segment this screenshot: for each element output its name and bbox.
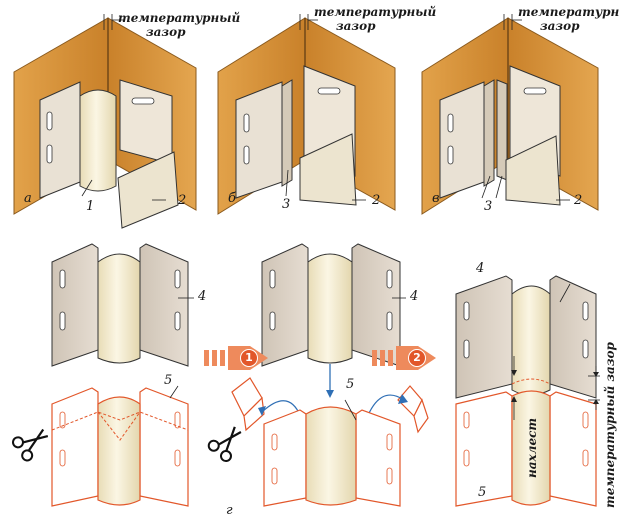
part-number-5: 5 bbox=[346, 377, 355, 392]
panel-letter-v: в bbox=[432, 191, 440, 206]
overlap-label: нахлест bbox=[525, 417, 539, 478]
part-number-3: 3 bbox=[484, 199, 493, 214]
gap-label-line2: зазор bbox=[540, 19, 580, 33]
siding-panel bbox=[505, 135, 561, 206]
gap-label-line2: зазор bbox=[336, 19, 376, 33]
panel-g-right bbox=[455, 275, 600, 507]
part-number-4: 4 bbox=[198, 289, 207, 304]
part-number-2: 2 bbox=[178, 193, 187, 208]
panel-letter-a: а bbox=[24, 191, 32, 206]
step-arrow-1 bbox=[204, 346, 268, 370]
gap-label-line2: зазор bbox=[146, 25, 186, 39]
gap-label-line1: температурный bbox=[314, 5, 437, 19]
part-number-5: 5 bbox=[478, 485, 487, 500]
j-profile bbox=[483, 79, 495, 187]
profile-left bbox=[439, 81, 485, 199]
part-number-2: 2 bbox=[574, 193, 583, 208]
gap-label-line1: температурный bbox=[518, 5, 620, 19]
panel-letter-g: г bbox=[226, 503, 233, 518]
part-number-4: 4 bbox=[476, 261, 485, 276]
panel-b bbox=[217, 14, 396, 215]
part-number-1: 1 bbox=[86, 199, 95, 214]
gap-label-vertical: температурный зазор bbox=[603, 342, 617, 508]
panel-a bbox=[13, 14, 197, 229]
panel-g-middle bbox=[204, 243, 436, 507]
step-number-2: 2 bbox=[408, 349, 426, 367]
profile-left bbox=[39, 81, 81, 199]
siding-panel bbox=[117, 151, 179, 229]
panel-g-left bbox=[11, 243, 194, 507]
part-number-2: 2 bbox=[372, 193, 381, 208]
gap-label-line1: температурный bbox=[118, 11, 241, 25]
siding-panel bbox=[299, 133, 357, 206]
scissors-icon bbox=[11, 428, 49, 462]
part-number-5: 5 bbox=[164, 373, 173, 388]
panel-v bbox=[421, 14, 599, 215]
part-number-4: 4 bbox=[410, 289, 419, 304]
step-number-1: 1 bbox=[240, 349, 258, 367]
part-number-3: 3 bbox=[282, 197, 291, 212]
j-profile bbox=[281, 79, 293, 187]
inner-corner-cylinder bbox=[79, 89, 117, 192]
panel-letter-b: б bbox=[228, 191, 236, 206]
scissors-icon bbox=[207, 426, 242, 463]
profile-left bbox=[235, 81, 283, 199]
